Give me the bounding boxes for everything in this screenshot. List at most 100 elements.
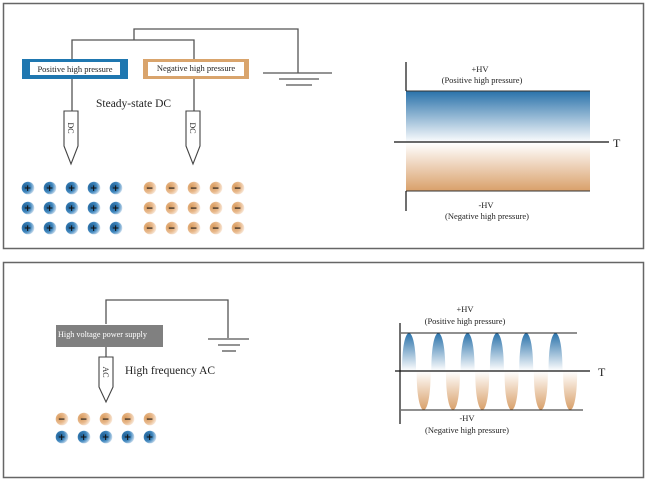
svg-text:+: + <box>24 184 32 194</box>
negative-ion-icon: − <box>100 413 113 426</box>
svg-text:+: + <box>24 204 32 214</box>
svg-text:+: + <box>24 224 32 234</box>
dc-time-axis-label: T <box>613 136 621 150</box>
dc-positive-band <box>406 91 590 143</box>
ac-plus-hv-sublabel: (Positive high pressure) <box>425 316 506 326</box>
positive-ion-icon: + <box>66 182 79 195</box>
dc-negative-band <box>406 143 590 191</box>
svg-text:−: − <box>124 415 132 425</box>
power-supply-label: High voltage power supply <box>58 330 148 339</box>
svg-text:−: − <box>58 415 66 425</box>
svg-text:+: + <box>80 433 88 443</box>
svg-text:−: − <box>234 204 242 214</box>
ac-minus-hv-label: -HV <box>459 413 475 423</box>
positive-ion-icon: + <box>110 202 123 215</box>
positive-ion-icon: + <box>66 202 79 215</box>
svg-text:+: + <box>46 224 54 234</box>
negative-ion-icon: − <box>166 182 179 195</box>
positive-ion-icon: + <box>44 202 57 215</box>
svg-text:−: − <box>190 184 198 194</box>
svg-text:+: + <box>68 204 76 214</box>
dc-minus-hv-sublabel: (Negative high pressure) <box>445 211 529 221</box>
positive-ion-icon: + <box>88 182 101 195</box>
negative-ion-icon: − <box>144 413 157 426</box>
svg-text:−: − <box>212 204 220 214</box>
positive-ion-icon: + <box>66 222 79 235</box>
svg-text:+: + <box>146 433 154 443</box>
svg-text:+: + <box>46 204 54 214</box>
positive-high-pressure-box: Positive high pressure <box>22 59 128 79</box>
positive-ion-icon: + <box>22 182 35 195</box>
negative-ion-icon: − <box>144 202 157 215</box>
positive-ion-icon: + <box>22 222 35 235</box>
negative-ion-icon: − <box>144 222 157 235</box>
negative-ion-icon: − <box>232 202 245 215</box>
positive-ion-icon: + <box>110 222 123 235</box>
positive-ion-icon: + <box>44 222 57 235</box>
positive-ion-icon: + <box>78 431 91 444</box>
dc-minus-hv-label: -HV <box>478 200 494 210</box>
dc-probe-left-label: DC <box>66 122 75 133</box>
svg-text:+: + <box>90 224 98 234</box>
negative-ion-icon: − <box>210 222 223 235</box>
svg-text:+: + <box>90 184 98 194</box>
negative-ion-icon: − <box>166 202 179 215</box>
svg-text:−: − <box>168 224 176 234</box>
negative-ion-icon: − <box>232 182 245 195</box>
negative-ion-icon: − <box>144 182 157 195</box>
positive-ion-icon: + <box>56 431 69 444</box>
svg-text:+: + <box>112 224 120 234</box>
negative-ion-icon: − <box>78 413 91 426</box>
svg-text:−: − <box>190 204 198 214</box>
dc-plus-hv-sublabel: (Positive high pressure) <box>442 75 523 85</box>
ac-plus-hv-label: +HV <box>456 304 474 314</box>
negative-ion-icon: − <box>188 202 201 215</box>
positive-ion-icon: + <box>110 182 123 195</box>
negative-ion-icon: − <box>210 202 223 215</box>
svg-text:−: − <box>168 184 176 194</box>
svg-text:+: + <box>68 184 76 194</box>
negative-ion-icon: − <box>56 413 69 426</box>
svg-text:+: + <box>112 204 120 214</box>
svg-text:+: + <box>46 184 54 194</box>
negative-ion-icon: − <box>166 222 179 235</box>
dc-title: Steady-state DC <box>96 98 171 110</box>
positive-ion-icon: + <box>88 222 101 235</box>
ac-minus-hv-sublabel: (Negative high pressure) <box>425 425 509 435</box>
negative-ion-icon: − <box>232 222 245 235</box>
ac-probe-label: AC <box>101 366 110 377</box>
svg-text:+: + <box>68 224 76 234</box>
dc-plus-hv-label: +HV <box>471 64 489 74</box>
svg-text:−: − <box>146 415 154 425</box>
svg-text:+: + <box>112 184 120 194</box>
positive-box-label: Positive high pressure <box>37 64 112 74</box>
svg-text:−: − <box>234 224 242 234</box>
negative-ion-icon: − <box>210 182 223 195</box>
positive-ion-icon: + <box>44 182 57 195</box>
positive-ion-icon: + <box>88 202 101 215</box>
svg-text:−: − <box>212 184 220 194</box>
svg-text:−: − <box>102 415 110 425</box>
negative-ion-icon: − <box>188 182 201 195</box>
negative-ion-icon: − <box>122 413 135 426</box>
high-voltage-power-supply-box: High voltage power supply <box>56 325 163 347</box>
positive-ion-icon: + <box>144 431 157 444</box>
svg-text:+: + <box>90 204 98 214</box>
negative-box-label: Negative high pressure <box>157 63 236 73</box>
svg-text:+: + <box>58 433 66 443</box>
svg-text:−: − <box>190 224 198 234</box>
svg-text:−: − <box>146 224 154 234</box>
negative-ion-icon: − <box>188 222 201 235</box>
svg-text:−: − <box>168 204 176 214</box>
svg-text:+: + <box>102 433 110 443</box>
svg-text:+: + <box>124 433 132 443</box>
svg-text:−: − <box>146 204 154 214</box>
dc-probe-right-label: DC <box>188 122 197 133</box>
positive-ion-icon: + <box>22 202 35 215</box>
ac-title: High frequency AC <box>125 365 215 377</box>
positive-ion-icon: + <box>122 431 135 444</box>
svg-text:−: − <box>80 415 88 425</box>
positive-ion-icon: + <box>100 431 113 444</box>
negative-high-pressure-box: Negative high pressure <box>143 59 249 79</box>
